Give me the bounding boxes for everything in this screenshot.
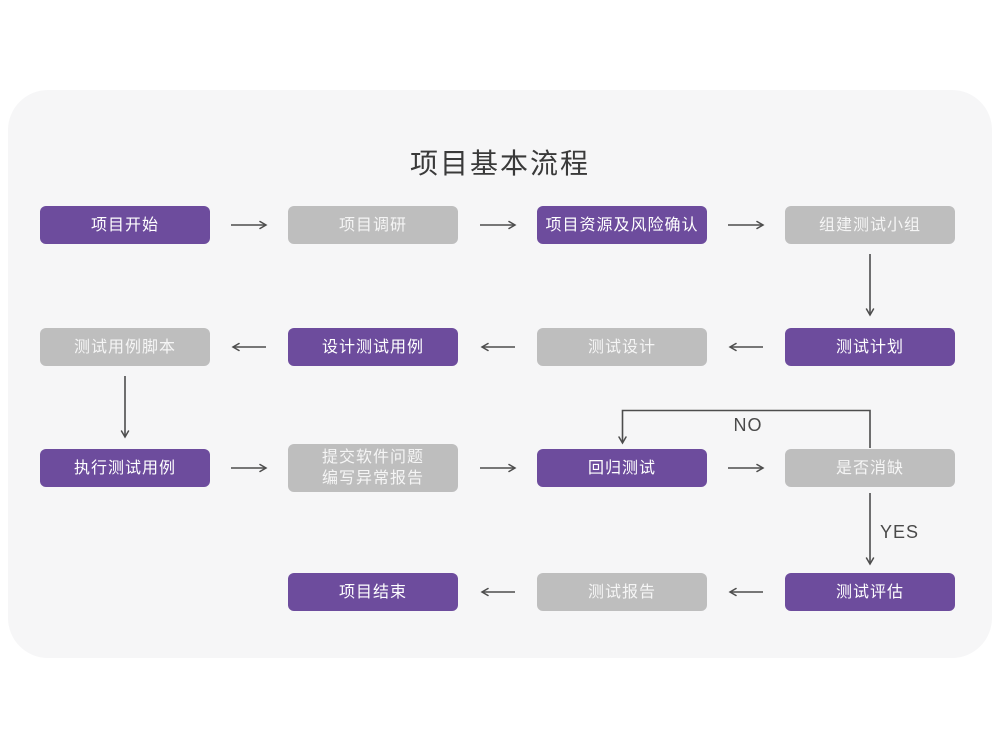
- flow-node-design-test-case: 设计测试用例: [288, 328, 458, 366]
- flow-node-test-evaluation: 测试评估: [785, 573, 955, 611]
- flow-node-project-research: 项目调研: [288, 206, 458, 244]
- flow-node-submit-issue-report: 提交软件问题 编写异常报告: [288, 444, 458, 492]
- flow-node-execute-test-case: 执行测试用例: [40, 449, 210, 487]
- flow-node-project-start: 项目开始: [40, 206, 210, 244]
- no-branch-label: NO: [733, 415, 763, 435]
- flowchart-card: [8, 90, 992, 658]
- flow-node-test-report: 测试报告: [537, 573, 707, 611]
- flow-node-test-design: 测试设计: [537, 328, 707, 366]
- flow-node-test-plan: 测试计划: [785, 328, 955, 366]
- flow-node-resource-risk-confirm: 项目资源及风险确认: [537, 206, 707, 244]
- flow-node-project-end: 项目结束: [288, 573, 458, 611]
- flow-node-test-case-script: 测试用例脚本: [40, 328, 210, 366]
- flow-node-build-test-team: 组建测试小组: [785, 206, 955, 244]
- yes-branch-label: YES: [880, 522, 920, 542]
- page-title: 项目基本流程: [409, 148, 590, 179]
- flow-node-defect-cleared: 是否消缺: [785, 449, 955, 487]
- flow-node-regression-test: 回归测试: [537, 449, 707, 487]
